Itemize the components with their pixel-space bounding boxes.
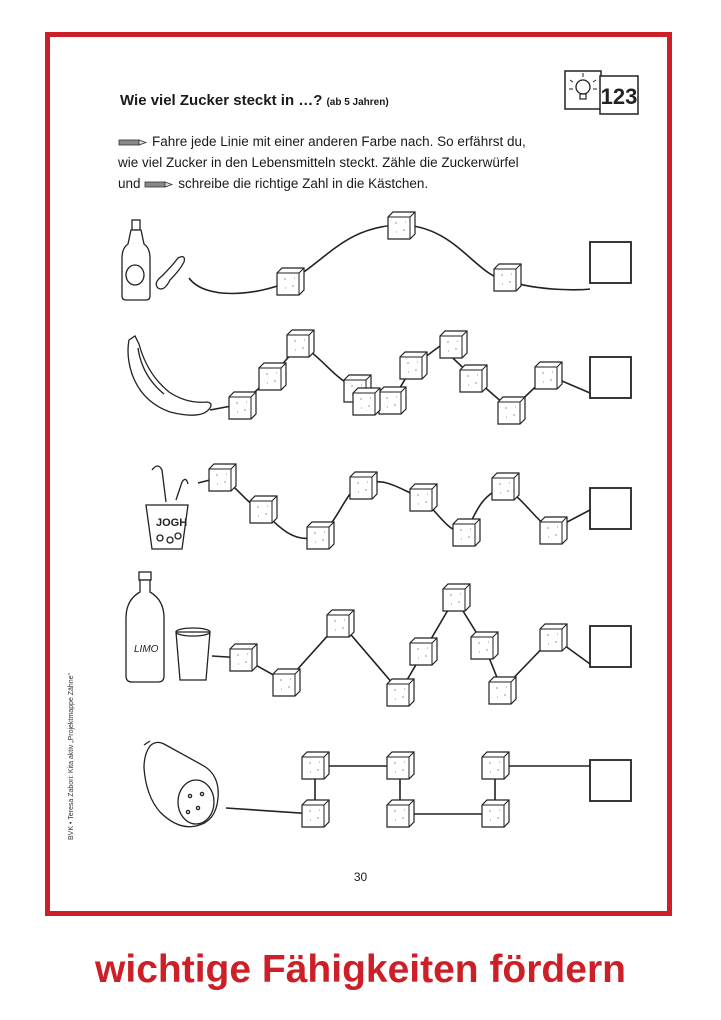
food-banana — [127, 335, 212, 416]
yoghurt-label: JOGH — [156, 517, 187, 529]
sugar-cube — [386, 751, 415, 780]
sugar-cube — [306, 521, 335, 550]
sugar-cube — [481, 751, 510, 780]
path-row-4 — [211, 596, 591, 694]
food-ketchup — [121, 219, 186, 301]
sugar-cube — [459, 364, 488, 393]
food-sausage — [143, 740, 219, 828]
sugar-cube — [386, 799, 415, 828]
sugar-cube — [228, 391, 257, 420]
counting-badge: 123 — [564, 70, 640, 121]
sugar-cube — [352, 387, 381, 416]
sugar-cube — [208, 463, 237, 492]
sugar-cube — [229, 643, 258, 672]
sugar-cube — [258, 362, 287, 391]
sugar-cube — [326, 609, 355, 638]
pencil-icon — [118, 139, 148, 146]
page-number: 30 — [353, 870, 368, 884]
sugar-cube — [497, 396, 526, 425]
sugar-cube — [286, 329, 315, 358]
answer-box-5[interactable] — [589, 759, 632, 802]
sugar-cube — [349, 471, 378, 500]
side-credit: BVK • Teresa Zabori: Kita aktiv „Projekt… — [68, 673, 75, 840]
sugar-cube — [534, 361, 563, 390]
footer-slogan: wichtige Fähigkeiten fördern — [95, 948, 626, 991]
answer-box-3[interactable] — [589, 487, 632, 530]
sugar-cube — [442, 583, 471, 612]
sugar-cube — [409, 637, 438, 666]
sugar-cube — [249, 495, 278, 524]
sugar-cube — [493, 263, 522, 292]
sugar-cube — [439, 330, 468, 359]
sugar-cube — [409, 483, 438, 512]
sugar-cube — [301, 799, 330, 828]
lemonade-label: LIMO — [134, 644, 159, 655]
sugar-cube — [539, 516, 568, 545]
sugar-cube — [378, 386, 407, 415]
sugar-cube — [488, 676, 517, 705]
answer-box-1[interactable] — [589, 241, 632, 284]
worksheet-title: Wie viel Zucker steckt in …?(ab 5 Jahren… — [120, 92, 389, 109]
sugar-cube — [452, 518, 481, 547]
instructions: Fahre jede Linie mit einer anderen Farbe… — [118, 134, 526, 191]
numbers-icon: 123 — [601, 84, 638, 109]
food-lemonade: LIMO — [125, 571, 211, 683]
answer-box-2[interactable] — [589, 356, 632, 399]
pencil-icon — [144, 181, 174, 188]
sugar-cube — [276, 267, 305, 296]
sugar-cube — [387, 211, 416, 240]
sugar-cube — [399, 351, 428, 380]
sugar-cube — [301, 751, 330, 780]
lightbulb-icon — [569, 73, 597, 100]
sugar-cube — [481, 799, 510, 828]
sugar-cube — [272, 668, 301, 697]
age-note: (ab 5 Jahren) — [326, 97, 389, 108]
food-yoghurt: JOGH — [145, 465, 189, 550]
answer-box-4[interactable] — [589, 625, 632, 668]
sugar-cube — [470, 631, 499, 660]
sugar-cube — [386, 678, 415, 707]
sugar-cube — [539, 623, 568, 652]
sugar-cube — [491, 472, 520, 501]
